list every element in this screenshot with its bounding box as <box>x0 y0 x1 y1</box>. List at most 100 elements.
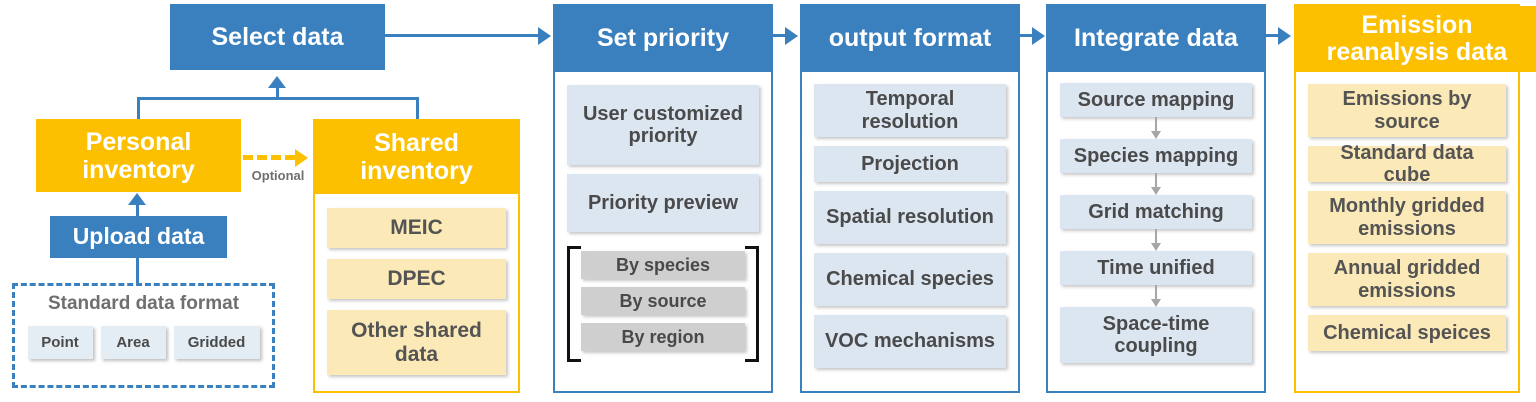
integrate-item-time-unified-label: Time unified <box>1097 256 1215 279</box>
output-format-item-temporal-label: Temporal resolution <box>861 88 959 133</box>
priority-group-by-species-label: By species <box>615 254 711 275</box>
integrate-item-grid-matching-label: Grid matching <box>1088 200 1224 223</box>
emission-reanalysis-header[interactable]: Emission reanalysis data <box>1296 6 1536 72</box>
emission-reanalysis-panel: Emission reanalysis data Emissions by so… <box>1294 4 1536 393</box>
emission-reanalysis-label: Emission reanalysis data <box>1326 10 1508 66</box>
select-data-inflow-arrowhead <box>268 76 286 88</box>
optional-arrow-line <box>243 155 295 160</box>
format-chip-point-label: Point <box>41 334 79 351</box>
standard-data-format-box: Standard data format Point Area Gridded <box>12 283 275 388</box>
set-priority-item-preview[interactable]: Priority preview <box>567 174 759 232</box>
emission-item-chemical-species[interactable]: Chemical speices <box>1308 315 1506 351</box>
integrate-item-source-mapping[interactable]: Source mapping <box>1060 83 1252 117</box>
output-format-panel: output format Temporal resolution Projec… <box>800 4 1020 393</box>
personal-inventory-box[interactable]: Personal inventory <box>36 119 241 192</box>
integrate-item-grid-matching[interactable]: Grid matching <box>1060 195 1252 229</box>
output-format-header[interactable]: output format <box>802 6 1018 72</box>
output-format-item-projection[interactable]: Projection <box>814 146 1006 182</box>
format-chip-area-label: Area <box>116 334 150 351</box>
output-format-item-temporal[interactable]: Temporal resolution <box>814 84 1006 137</box>
optional-arrow-label: Optional <box>251 168 305 183</box>
integrate-flow-arrow-1-icon <box>1060 117 1252 139</box>
priority-group-by-species[interactable]: By species <box>581 251 745 279</box>
output-format-item-voc-label: VOC mechanisms <box>824 330 996 353</box>
inventory-bracket-bar <box>137 97 419 100</box>
group-bracket-right <box>745 246 759 362</box>
emission-item-chemical-species-label: Chemical speices <box>1323 321 1491 344</box>
upload-to-personal-stem <box>136 204 139 216</box>
integrate-item-source-mapping-label: Source mapping <box>1077 88 1235 111</box>
arrow-integrate-to-emission-head <box>1278 27 1291 45</box>
set-priority-item-user-customized[interactable]: User customized priority <box>567 85 759 165</box>
set-priority-grouped-items: By species By source By region <box>567 246 759 362</box>
integrate-item-species-mapping-label: Species mapping <box>1073 144 1239 167</box>
arrow-priority-to-output-line <box>773 34 787 37</box>
output-format-label: output format <box>828 24 992 53</box>
set-priority-item-preview-label: Priority preview <box>587 191 739 214</box>
output-format-item-spatial-label: Spatial resolution <box>826 206 994 229</box>
shared-inventory-panel: Shared inventory MEIC DPEC Other shared … <box>313 119 520 393</box>
priority-group-by-region-label: By region <box>621 326 705 347</box>
standard-data-format-title: Standard data format <box>47 293 240 314</box>
integrate-flow-arrow-2-icon <box>1060 173 1252 195</box>
integrate-item-species-mapping[interactable]: Species mapping <box>1060 139 1252 173</box>
select-data-inflow-stem <box>276 88 279 100</box>
emission-item-data-cube[interactable]: Standard data cube <box>1308 142 1506 186</box>
set-priority-label: Set priority <box>597 24 729 53</box>
format-chip-gridded[interactable]: Gridded <box>173 326 260 359</box>
format-chip-point[interactable]: Point <box>27 326 93 359</box>
shared-inventory-header[interactable]: Shared inventory <box>315 121 518 194</box>
format-chip-area[interactable]: Area <box>100 326 166 359</box>
shared-inventory-item-meic-label: MEIC <box>390 216 443 240</box>
select-data-box[interactable]: Select data <box>170 4 385 70</box>
inventory-bracket-stem-right <box>416 97 419 121</box>
set-priority-item-user-customized-label: User customized priority <box>582 102 744 147</box>
priority-group-by-source-label: By source <box>619 290 707 311</box>
emission-item-by-source-label: Emissions by source <box>1342 88 1472 133</box>
upload-to-personal-arrowhead <box>128 193 146 205</box>
group-bracket-left <box>567 246 581 362</box>
shared-inventory-item-other[interactable]: Other shared data <box>327 310 506 375</box>
format-to-upload-stem <box>136 258 139 283</box>
integrate-data-header[interactable]: Integrate data <box>1048 6 1264 72</box>
shared-inventory-item-meic[interactable]: MEIC <box>327 208 506 248</box>
integrate-item-time-unified[interactable]: Time unified <box>1060 251 1252 285</box>
arrow-select-to-priority-head <box>538 27 551 45</box>
output-format-item-chemical[interactable]: Chemical species <box>814 253 1006 306</box>
set-priority-header[interactable]: Set priority <box>555 6 771 72</box>
upload-data-box[interactable]: Upload data <box>50 216 227 258</box>
inventory-bracket-stem-left <box>137 97 140 121</box>
output-format-item-projection-label: Projection <box>861 152 959 175</box>
shared-inventory-item-other-label: Other shared data <box>351 318 482 366</box>
priority-group-by-source[interactable]: By source <box>581 287 745 315</box>
output-format-item-spatial[interactable]: Spatial resolution <box>814 191 1006 244</box>
personal-inventory-label: Personal inventory <box>82 127 195 184</box>
shared-inventory-label: Shared inventory <box>360 129 473 185</box>
shared-inventory-item-dpec-label: DPEC <box>387 267 446 291</box>
arrow-priority-to-output-head <box>785 27 798 45</box>
integrate-item-space-time-coupling[interactable]: Space-time coupling <box>1060 307 1252 363</box>
emission-item-by-source[interactable]: Emissions by source <box>1308 84 1506 137</box>
arrow-select-to-priority-line <box>385 34 540 37</box>
integrate-flow-arrow-3-icon <box>1060 229 1252 251</box>
integrate-data-panel: Integrate data Source mapping Species ma… <box>1046 4 1266 393</box>
select-data-label: Select data <box>211 23 344 51</box>
integrate-data-label: Integrate data <box>1074 24 1238 53</box>
emission-item-annual-gridded[interactable]: Annual gridded emissions <box>1308 253 1506 306</box>
arrow-output-to-integrate-line <box>1020 34 1034 37</box>
optional-arrow-head <box>295 149 308 167</box>
emission-item-monthly-gridded-label: Monthly gridded emissions <box>1329 195 1485 240</box>
integrate-flow-arrow-4-icon <box>1060 285 1252 307</box>
emission-item-data-cube-label: Standard data cube <box>1340 141 1474 186</box>
shared-inventory-item-dpec[interactable]: DPEC <box>327 259 506 299</box>
output-format-item-chemical-label: Chemical species <box>826 268 994 291</box>
format-chip-gridded-label: Gridded <box>187 334 246 351</box>
set-priority-panel: Set priority User customized priority Pr… <box>553 4 773 393</box>
priority-group-by-region[interactable]: By region <box>581 323 745 351</box>
emission-item-monthly-gridded[interactable]: Monthly gridded emissions <box>1308 191 1506 244</box>
emission-item-annual-gridded-label: Annual gridded emissions <box>1333 257 1481 302</box>
upload-data-label: Upload data <box>72 223 205 250</box>
output-format-item-voc[interactable]: VOC mechanisms <box>814 315 1006 368</box>
arrow-integrate-to-emission-line <box>1266 34 1280 37</box>
